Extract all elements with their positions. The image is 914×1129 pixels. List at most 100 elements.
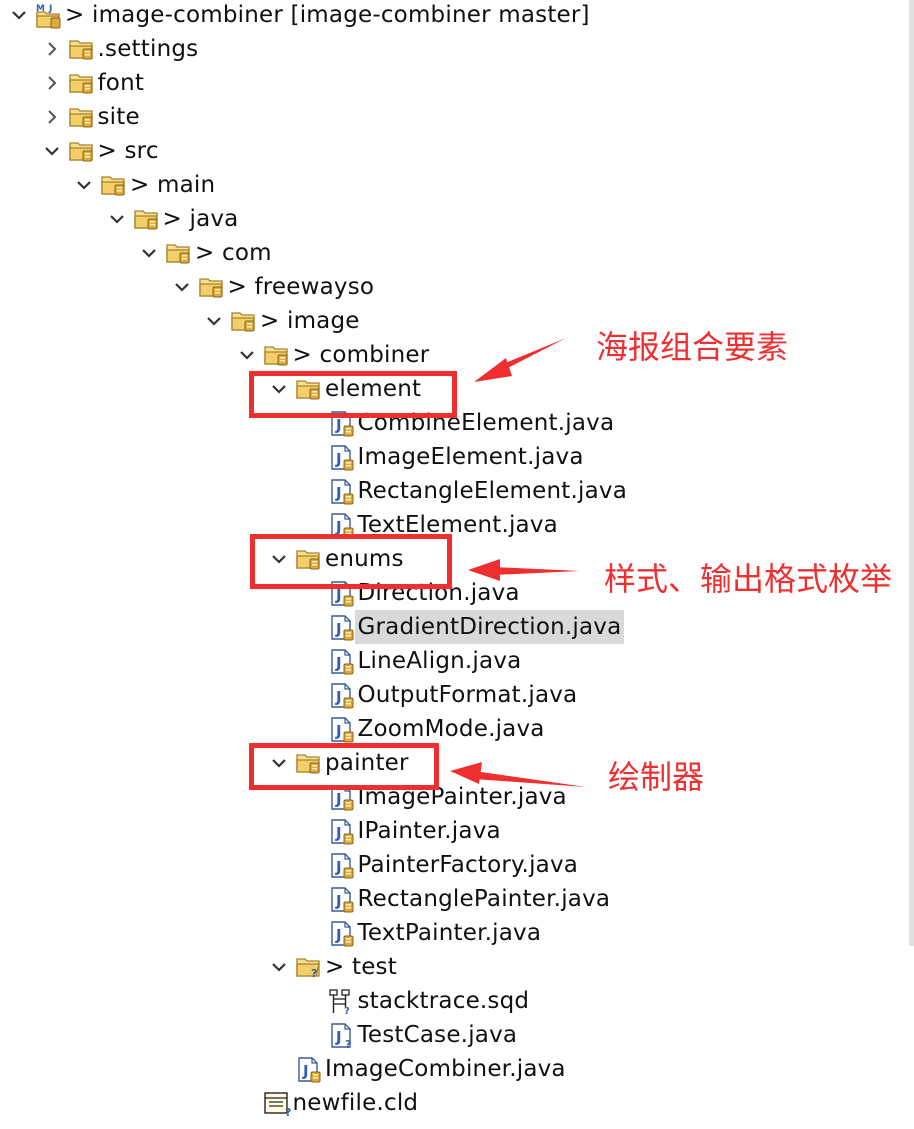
java-file-icon: J <box>329 479 355 505</box>
tree-item-folder[interactable]: enums <box>0 542 900 576</box>
tree-item-file[interactable]: J GradientDirection.java <box>0 610 900 644</box>
tree-item-folder[interactable]: > java <box>0 202 900 236</box>
tree-item-file[interactable]: ? stacktrace.sqd <box>0 984 900 1018</box>
chevron-down-icon[interactable] <box>76 177 92 193</box>
annotation-enums-text: 样式、输出格式枚举 <box>604 560 893 598</box>
chevron-down-icon[interactable] <box>239 347 255 363</box>
chevron-right-icon[interactable] <box>44 75 60 91</box>
tree-item-folder[interactable]: > combiner <box>0 338 900 372</box>
tree-item-file[interactable]: J IPainter.java <box>0 814 900 848</box>
chevron-down-icon[interactable] <box>174 279 190 295</box>
chevron-right-icon[interactable] <box>44 109 60 125</box>
chevron-down-icon[interactable] <box>271 959 287 975</box>
java-file-icon: J <box>329 717 355 743</box>
java-file-icon: J <box>329 445 355 471</box>
tree-item-file[interactable]: J TextPainter.java <box>0 916 900 950</box>
tree-item-folder[interactable]: element <box>0 372 900 406</box>
svg-text:J: J <box>335 790 342 808</box>
chevron-down-icon[interactable] <box>206 313 222 329</box>
chevron-down-icon[interactable] <box>109 211 125 227</box>
tree-item-label: LineAlign.java <box>357 648 522 674</box>
tree-item-label: painter <box>325 750 409 776</box>
java-file-icon: J <box>296 1057 322 1083</box>
tree-item-label: PainterFactory.java <box>357 852 579 878</box>
chevron-down-icon[interactable] <box>141 245 157 261</box>
enums-highlight-box <box>250 534 452 589</box>
folder-icon <box>68 105 95 129</box>
tree-item-label: > image <box>260 308 360 334</box>
svg-text:J: J <box>335 484 342 502</box>
project-icon: M J <box>36 3 62 29</box>
svg-text:J: J <box>335 858 342 876</box>
tree-item-label: font <box>97 70 145 96</box>
tree-item-file[interactable]: J PainterFactory.java <box>0 848 900 882</box>
tree-item-label: > java <box>162 206 239 232</box>
class-diagram-icon: ? <box>263 1091 291 1119</box>
folder-icon <box>296 751 322 775</box>
tree-item-label: > combiner <box>292 342 430 368</box>
annotation-element-text: 海报组合要素 <box>596 328 789 366</box>
svg-text:M: M <box>36 4 45 14</box>
svg-text:J: J <box>302 1062 309 1080</box>
annotation-painter-text: 绘制器 <box>608 758 705 796</box>
tree-item-folder[interactable]: ? > test <box>0 950 900 984</box>
tree-item-label: RectanglePainter.java <box>357 886 611 912</box>
tree-item-file[interactable]: J ? TestCase.java <box>0 1018 900 1052</box>
tree-item-folder[interactable]: .settings <box>0 32 900 66</box>
tree-item-file[interactable]: ? newfile.cld <box>0 1086 900 1120</box>
folder-icon <box>101 173 127 197</box>
java-file-icon: J <box>329 853 355 879</box>
tree-item-file[interactable]: J RectanglePainter.java <box>0 882 900 916</box>
chevron-down-icon[interactable] <box>271 551 287 567</box>
tree-item-label: stacktrace.sqd <box>357 988 530 1014</box>
tree-item-folder[interactable]: site <box>0 100 900 134</box>
folder-icon <box>263 343 290 367</box>
svg-text:?: ? <box>285 1106 291 1117</box>
painter-highlight-box <box>249 743 439 790</box>
tree-item-label: TextPainter.java <box>357 920 542 946</box>
svg-text:J: J <box>48 4 52 14</box>
chevron-down-icon[interactable] <box>11 7 27 23</box>
tree-item-file[interactable]: J ImageCombiner.java <box>0 1052 900 1086</box>
svg-text:J: J <box>335 1028 342 1046</box>
tree-item-folder[interactable]: > image <box>0 304 900 338</box>
svg-text:J: J <box>335 586 342 604</box>
svg-text:J: J <box>335 926 342 944</box>
svg-text:J: J <box>335 450 342 468</box>
tree-item-file[interactable]: J RectangleElement.java <box>0 474 900 508</box>
java-file-icon: J <box>329 819 355 845</box>
folder-icon <box>231 309 257 333</box>
folder-icon <box>296 547 322 571</box>
svg-text:?: ? <box>344 1006 350 1015</box>
tree-item-file[interactable]: J ImageElement.java <box>0 440 900 474</box>
tree-item-folder[interactable]: font <box>0 66 900 100</box>
tree-item-folder[interactable]: > com <box>0 236 900 270</box>
tree-item-folder[interactable]: > src <box>0 134 900 168</box>
tree-item-label: > test <box>325 954 397 980</box>
chevron-down-icon[interactable] <box>271 381 287 397</box>
tree-item-file[interactable]: J LineAlign.java <box>0 644 900 678</box>
tree-item-file[interactable]: J ImagePainter.java <box>0 780 900 814</box>
tree-item-folder[interactable]: > freewayso <box>0 270 900 304</box>
folder-icon <box>68 71 95 95</box>
folder-icon <box>198 275 225 299</box>
chevron-down-icon[interactable] <box>44 143 60 159</box>
java-file-icon: J <box>329 683 355 709</box>
svg-text:J: J <box>335 518 342 536</box>
tree-item-label: > com <box>195 240 272 266</box>
folder-unknown-icon: ? <box>296 955 322 980</box>
chevron-down-icon[interactable] <box>271 755 287 771</box>
tree-item-folder[interactable]: > main <box>0 168 900 202</box>
tree-item-label: GradientDirection.java <box>354 610 625 644</box>
tree-item-file[interactable]: J TextElement.java <box>0 508 900 542</box>
svg-text:J: J <box>335 892 342 910</box>
chevron-right-icon[interactable] <box>44 41 60 57</box>
tree-item-label: ZoomMode.java <box>357 716 545 742</box>
tree-item-file[interactable]: J OutputFormat.java <box>0 678 900 712</box>
tree-item-file[interactable]: J ZoomMode.java <box>0 712 900 746</box>
tree-item-folder[interactable]: painter <box>0 746 900 780</box>
tree-item-folder[interactable]: M J > image-combiner [image-combiner mas… <box>0 0 900 32</box>
tree-item-label: > main <box>130 172 216 198</box>
tree-item-label: TestCase.java <box>357 1022 518 1048</box>
vertical-scrollbar[interactable] <box>909 0 914 946</box>
